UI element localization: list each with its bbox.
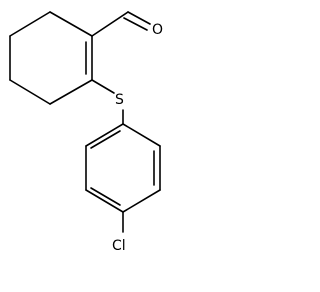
bond-ring-5 (49, 79, 93, 105)
bond-aryl-double-top (90, 130, 121, 149)
chlorine-label: Cl (112, 238, 126, 254)
cyclohexene-ring (9, 11, 93, 105)
thioether-link: S (91, 79, 124, 125)
bond-aryl-4 (85, 189, 124, 213)
aldehyde-group: O (91, 11, 163, 38)
bond-c-o-double-b (123, 17, 148, 31)
chloro-substituent: Cl (112, 211, 126, 254)
bond-ring-2 (9, 11, 51, 37)
bond-aryl-double-bottom (90, 187, 121, 206)
bond-c-s (91, 79, 115, 94)
bond-aryl-6 (85, 123, 124, 147)
bond-ring-1 (49, 11, 93, 37)
bond-aryl-3 (122, 189, 161, 213)
bond-c-cho (91, 11, 129, 37)
bond-aryl-1 (122, 123, 161, 147)
sulfur-label: S (115, 92, 124, 108)
bond-c-o-double-a (127, 11, 151, 25)
oxygen-label: O (152, 22, 163, 38)
chlorophenyl-ring (85, 123, 161, 213)
bond-ring-4 (9, 79, 51, 105)
structure-diagram: O S Cl (9, 11, 163, 254)
